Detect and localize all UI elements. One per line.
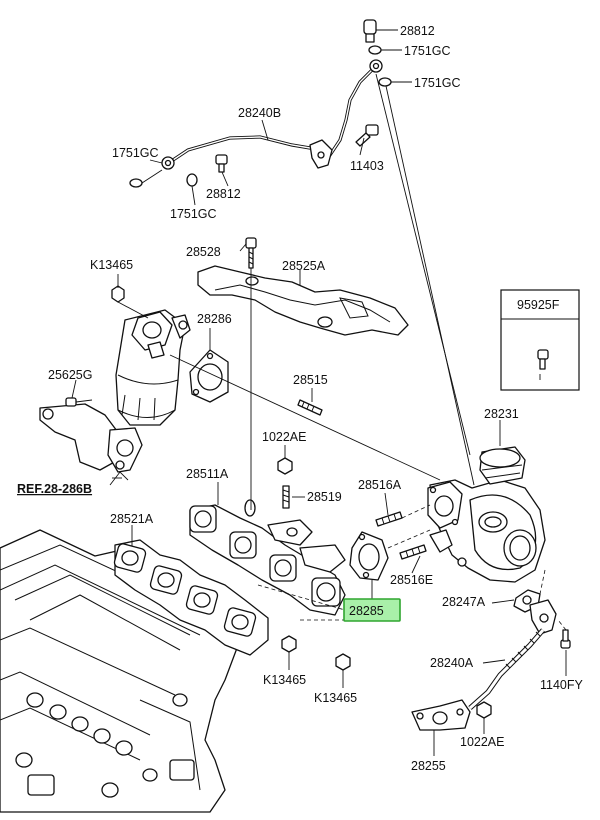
label-28516e[interactable]: 28516E <box>390 573 433 587</box>
label-28516a[interactable]: 28516A <box>358 478 402 492</box>
highlight-box-28285[interactable] <box>343 598 401 622</box>
label-1022ae-bottom[interactable]: 1022AE <box>460 735 504 749</box>
label-1751gc-low[interactable]: 1751GC <box>170 207 217 221</box>
exhaust-manifold <box>113 539 269 656</box>
gasket-28285 <box>349 531 389 581</box>
label-28528[interactable]: 28528 <box>186 245 221 259</box>
bolt-11403 <box>355 124 379 147</box>
inset-95925f <box>500 289 580 391</box>
part-labels: 28812 1751GC 1751GC 28240B 1751GC 11403 … <box>17 24 584 773</box>
label-k13465-bottom-1[interactable]: K13465 <box>263 673 306 687</box>
banjo-bolt-28812-top <box>363 19 377 43</box>
washer-1751gc-b <box>378 77 392 87</box>
turbocharger <box>427 446 546 583</box>
leader-lines <box>71 29 567 756</box>
nut-k13465-bottom-2 <box>335 653 351 671</box>
label-95925f[interactable]: 95925F <box>517 298 560 312</box>
label-28247a[interactable]: 28247A <box>442 595 486 609</box>
catalytic-converter <box>39 309 191 473</box>
stud-28519 <box>282 485 290 509</box>
washer-1751gc-left <box>129 178 143 188</box>
stud-28516e <box>399 544 427 560</box>
label-k13465-top[interactable]: K13465 <box>90 258 133 272</box>
bolt-25625g <box>65 397 93 407</box>
stud-28515 <box>297 399 323 416</box>
label-28285[interactable]: 28285 <box>349 604 384 618</box>
manifold-28511a <box>189 499 346 616</box>
label-25625g[interactable]: 25625G <box>48 368 92 382</box>
label-11403[interactable]: 11403 <box>350 159 384 173</box>
washer-1751gc-low <box>186 173 198 187</box>
label-28240a[interactable]: 28240A <box>430 656 474 670</box>
label-1140fy[interactable]: 1140FY <box>540 678 584 692</box>
label-28812-mid[interactable]: 28812 <box>206 187 241 201</box>
label-1751gc-b[interactable]: 1751GC <box>414 76 461 90</box>
nut-k13465-top <box>111 285 125 303</box>
label-28240b[interactable]: 28240B <box>238 106 281 120</box>
washer-1751gc-a <box>368 45 382 55</box>
heat-shield <box>197 265 409 336</box>
label-28286[interactable]: 28286 <box>197 312 232 326</box>
manifold-flanges <box>113 543 257 637</box>
label-k13465-bottom-2[interactable]: K13465 <box>314 691 357 705</box>
oil-return-pipe <box>411 599 557 731</box>
label-28511a[interactable]: 28511A <box>186 467 229 481</box>
label-1022ae-top[interactable]: 1022AE <box>262 430 306 444</box>
label-ref-28-286b[interactable]: REF.28-286B <box>17 482 92 496</box>
oil-feed-pipe <box>161 59 383 170</box>
dashed-lines <box>257 504 567 631</box>
label-28525a[interactable]: 28525A <box>282 259 326 273</box>
label-28519[interactable]: 28519 <box>307 490 342 504</box>
label-28255[interactable]: 28255 <box>411 759 446 773</box>
banjo-bolt-28812-mid <box>215 154 228 173</box>
engine-block-bolt-holes <box>15 692 195 798</box>
nut-1022ae-bottom <box>476 701 492 719</box>
gasket-28286 <box>189 349 229 403</box>
nut-k13465-bottom-1 <box>281 635 297 653</box>
stud-28516a <box>375 511 403 527</box>
label-28515[interactable]: 28515 <box>293 373 328 387</box>
nut-1022ae-top <box>277 457 293 475</box>
label-28812-top[interactable]: 28812 <box>400 24 435 38</box>
bolt-1140fy <box>560 629 571 649</box>
label-1751gc-left[interactable]: 1751GC <box>112 146 159 160</box>
label-1751gc-a[interactable]: 1751GC <box>404 44 451 58</box>
label-28231[interactable]: 28231 <box>484 407 519 421</box>
bolt-28528 <box>245 237 257 269</box>
label-28521a[interactable]: 28521A <box>110 512 154 526</box>
